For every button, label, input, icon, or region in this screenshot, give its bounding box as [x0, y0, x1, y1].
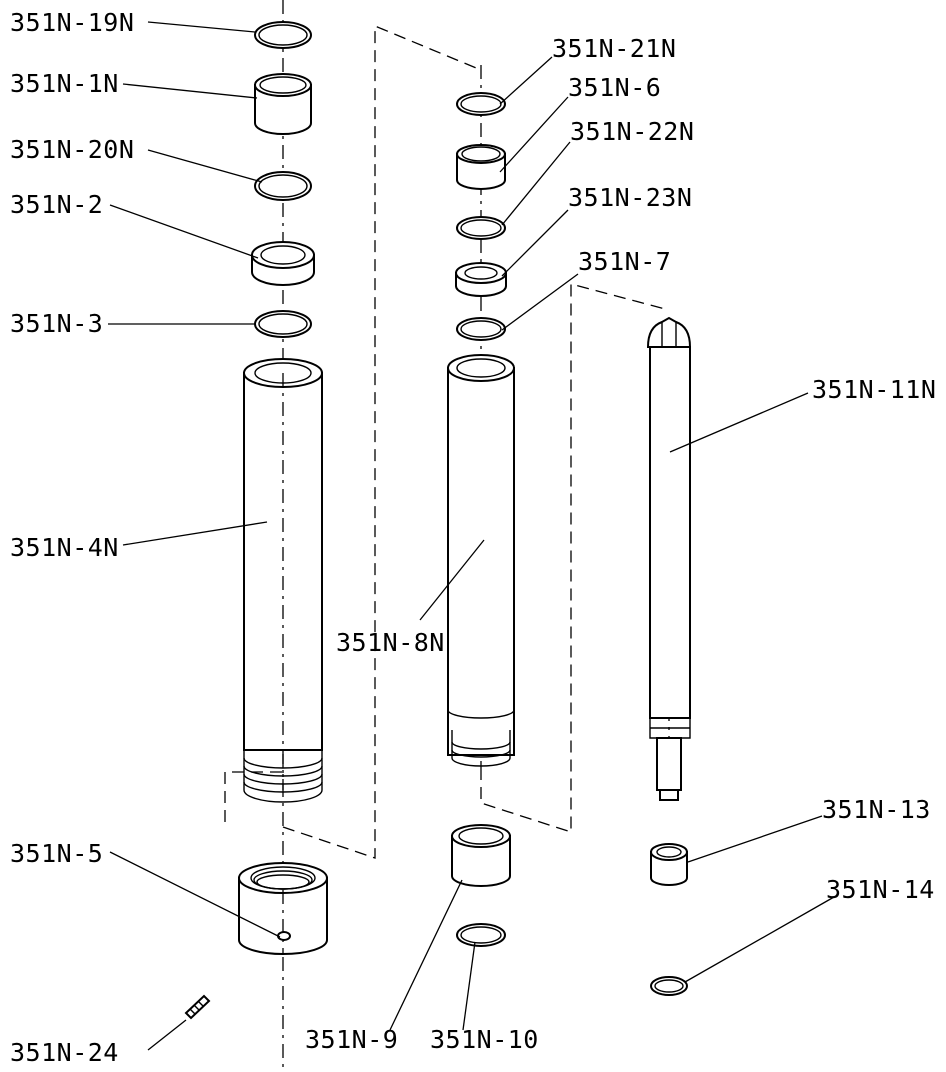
leader-351N-9 [389, 879, 463, 1031]
assembly-path-left-to-middle [282, 25, 482, 859]
part-351N-22N-ring [456, 216, 506, 240]
part-351N-7-ring [456, 317, 506, 341]
part-351N-21N-ring [456, 92, 506, 116]
label-351N-1N: 351N-1N [10, 69, 119, 98]
part-351N-11N-shaft [646, 316, 692, 801]
leader-351N-1N [122, 83, 258, 99]
leader-351N-24 [147, 1019, 187, 1051]
label-351N-9: 351N-9 [305, 1025, 398, 1054]
part-351N-23N-washer [455, 262, 507, 297]
part-351N-13-bushing [650, 843, 688, 886]
part-351N-1N-bushing [254, 73, 312, 135]
label-351N-8N: 351N-8N [336, 628, 445, 657]
label-351N-24: 351N-24 [10, 1038, 119, 1067]
label-351N-10: 351N-10 [430, 1025, 539, 1054]
part-351N-19N-ring [254, 21, 312, 49]
assembly-path-setscrew [224, 771, 282, 828]
leader-351N-2 [109, 204, 259, 259]
leader-351N-19N [147, 21, 256, 33]
part-351N-2-washer [251, 241, 315, 286]
leader-351N-6 [499, 96, 569, 173]
leader-351N-21N [499, 56, 553, 105]
leader-lines [108, 21, 835, 1051]
label-351N-23N: 351N-23N [568, 183, 692, 212]
part-351N-8N-tube [447, 354, 515, 767]
part-351N-20N-ring [254, 171, 312, 201]
label-351N-3: 351N-3 [10, 309, 103, 338]
part-351N-14-ring [650, 976, 688, 996]
leader-351N-13 [687, 815, 823, 863]
leader-351N-23N [501, 209, 569, 277]
leader-351N-20N [147, 149, 263, 183]
label-351N-6: 351N-6 [568, 73, 661, 102]
label-351N-14: 351N-14 [826, 875, 935, 904]
label-351N-4N: 351N-4N [10, 533, 119, 562]
leader-351N-10 [462, 941, 476, 1031]
leader-351N-22N [501, 141, 571, 226]
label-351N-7: 351N-7 [578, 247, 671, 276]
part-351N-6-bushing [456, 144, 506, 190]
label-351N-13: 351N-13 [822, 795, 931, 824]
label-351N-22N: 351N-22N [570, 117, 694, 146]
part-351N-3-ring [254, 310, 312, 338]
leader-351N-8N [419, 539, 485, 621]
part-351N-10-ring [456, 923, 506, 947]
label-351N-21N: 351N-21N [552, 34, 676, 63]
leader-351N-4N [122, 521, 268, 546]
leader-351N-7 [501, 273, 579, 331]
label-351N-2: 351N-2 [10, 190, 103, 219]
label-351N-5: 351N-5 [10, 839, 103, 868]
label-351N-20N: 351N-20N [10, 135, 134, 164]
part-351N-24-setscrew [184, 994, 211, 1020]
part-351N-4N-tube [243, 358, 323, 803]
assembly-path-middle-to-right [480, 283, 670, 833]
label-351N-11N: 351N-11N [812, 375, 936, 404]
part-351N-9-sleeve [451, 824, 511, 887]
part-351N-5-collar [238, 862, 328, 955]
label-351N-19N: 351N-19N [10, 8, 134, 37]
leader-351N-14 [684, 896, 835, 983]
leader-351N-11N [669, 392, 809, 453]
leader-351N-5 [109, 851, 281, 938]
